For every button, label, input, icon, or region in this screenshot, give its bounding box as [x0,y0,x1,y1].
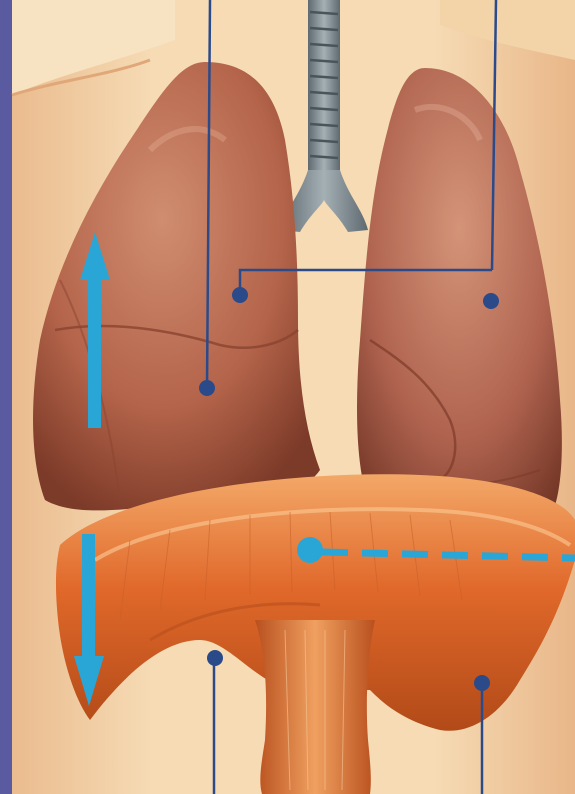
diaphragm-right-crus-marker [474,675,490,691]
right-lung-lower-marker [199,380,215,396]
diaphragm-dome-marker [207,650,223,666]
left-lung-marker [483,293,499,309]
right-lung-upper-marker [232,287,248,303]
